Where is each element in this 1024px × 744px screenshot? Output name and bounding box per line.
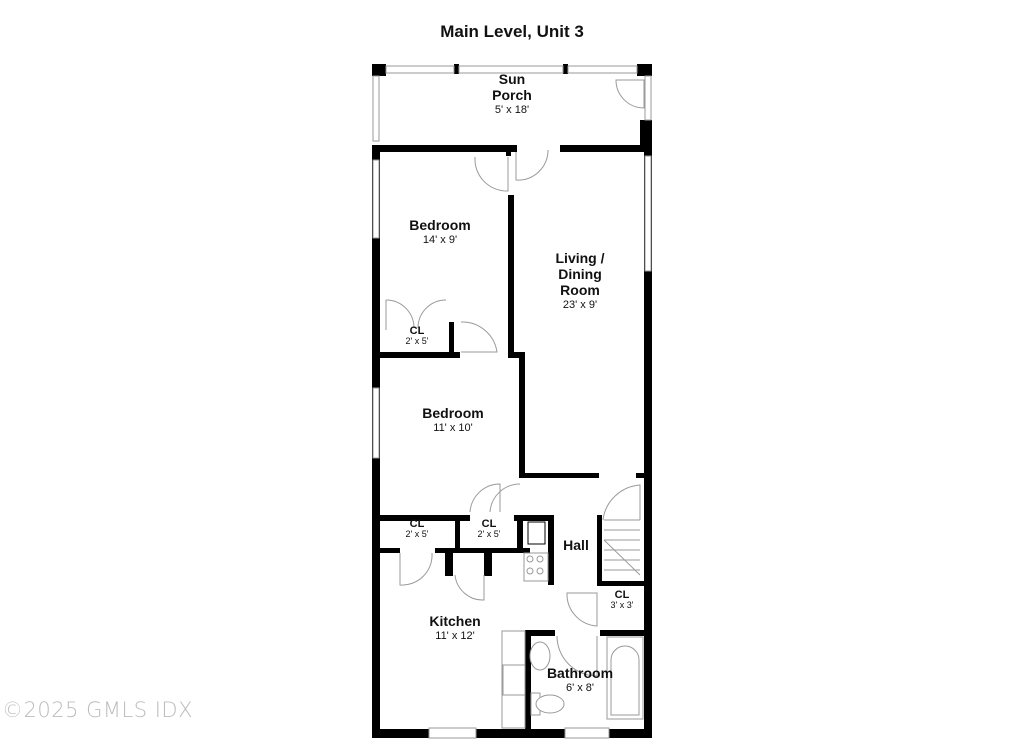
room-name: Sun [499, 71, 525, 87]
room-name: Room [560, 282, 600, 298]
room-dimensions: 14' x 9' [423, 234, 457, 246]
fixtures [501, 521, 644, 729]
room-label-closet-3: CL2' x 5' [478, 518, 501, 539]
room-name: CL [410, 325, 425, 337]
room-name: Porch [492, 87, 532, 103]
room-label-closet-2: CL2' x 5' [406, 518, 429, 539]
room-dimensions: 23' x 9' [563, 299, 597, 311]
room-dimensions: 2' x 5' [406, 529, 429, 539]
room-label-closet-4: CL3' x 3' [611, 589, 634, 610]
windows [372, 65, 652, 739]
room-name: Hall [563, 537, 589, 553]
room-name: Bedroom [409, 217, 470, 233]
room-dimensions: 2' x 5' [478, 529, 501, 539]
room-label-closet-1: CL2' x 5' [406, 325, 429, 346]
room-name: CL [482, 518, 497, 530]
room-name: CL [615, 589, 630, 601]
room-name: Kitchen [429, 613, 480, 629]
room-name: Living / [556, 250, 605, 266]
watermark: ©2025 GMLS IDX [2, 698, 193, 722]
room-name: Bedroom [422, 405, 483, 421]
room-name: Bathroom [547, 665, 613, 681]
room-dimensions: 2' x 5' [406, 336, 429, 346]
room-dimensions: 11' x 12' [435, 630, 474, 642]
room-dimensions: 6' x 8' [566, 682, 594, 694]
room-dimensions: 3' x 3' [611, 600, 634, 610]
room-name: Dining [558, 266, 602, 282]
room-dimensions: 11' x 10' [433, 422, 472, 434]
room-label-hall: Hall [563, 537, 589, 553]
room-dimensions: 5' x 18' [495, 104, 529, 116]
plan-title: Main Level, Unit 3 [440, 22, 584, 41]
room-name: CL [410, 518, 425, 530]
doors [385, 79, 645, 677]
